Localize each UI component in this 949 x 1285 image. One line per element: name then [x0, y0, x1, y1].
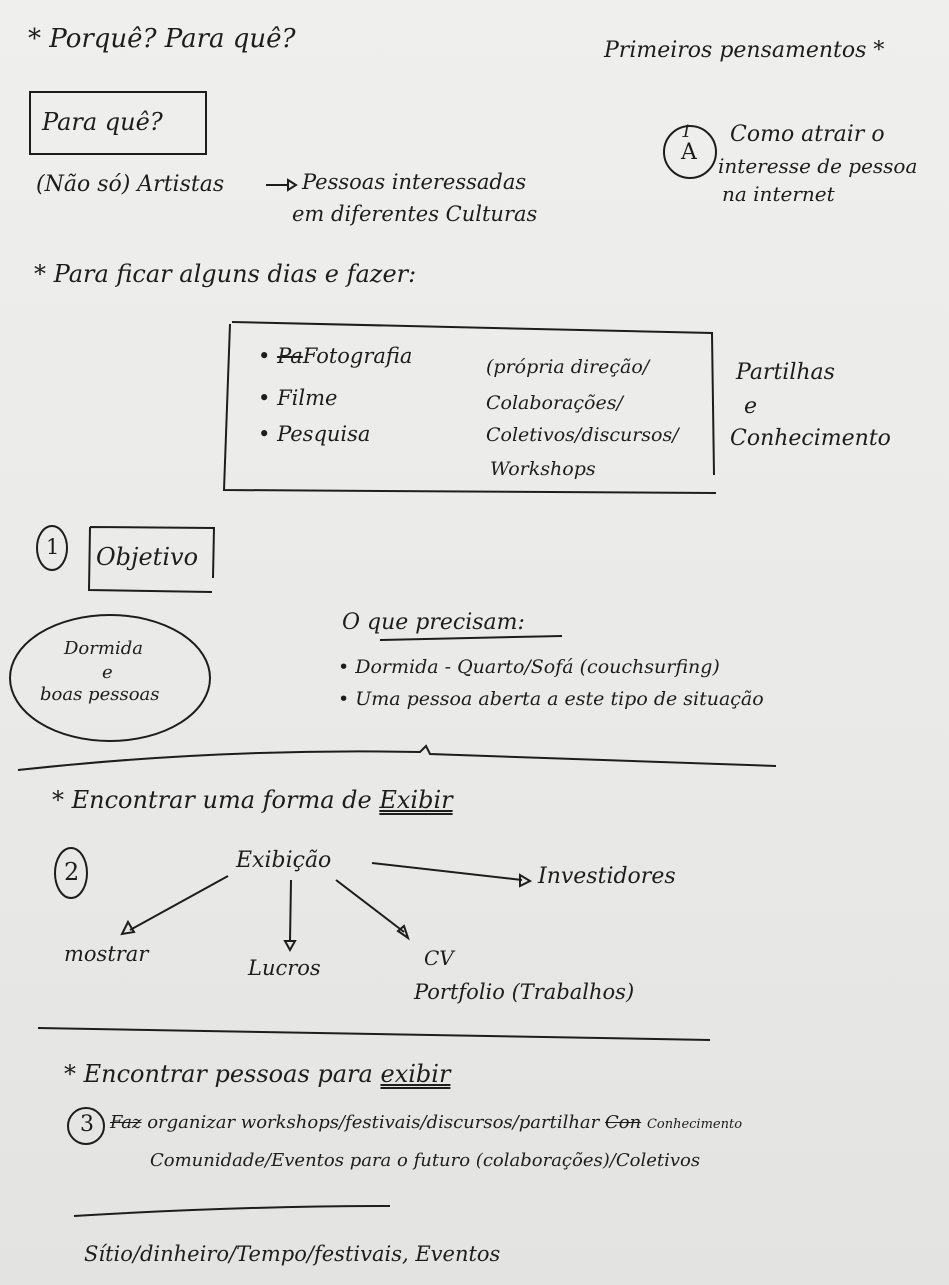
side-note-line-1: Como atrair o	[730, 122, 885, 147]
exibicao-center: Exibição	[236, 848, 332, 873]
pessoas-heading-word: exibir	[380, 1060, 451, 1088]
investidores: Investidores	[538, 864, 676, 889]
arrow-lucros	[289, 879, 292, 943]
mostrar: mostrar	[64, 942, 149, 966]
middle-line-3: Coletivos/discursos/	[486, 424, 679, 446]
arrow-investidores-head	[519, 873, 533, 888]
divider-3	[73, 1205, 391, 1217]
right-line-1: Partilhas	[736, 360, 835, 385]
header-left: * Porquê? Para quê?	[28, 24, 296, 54]
header-right: Primeiros pensamentos *	[604, 38, 885, 63]
diferentes-culturas: em diferentes Culturas	[292, 202, 538, 226]
arrow-mostrar-head	[120, 919, 136, 936]
marker-num: 1	[681, 122, 692, 142]
para-que-label: Para quê?	[42, 108, 163, 136]
list-item-pesquisa: • Pesquisa	[258, 422, 371, 446]
exibir-heading-prefix: * Encontrar uma forma de	[52, 786, 372, 814]
pessoas-struck: Faz	[110, 1112, 142, 1133]
circle-line-1: Dormida	[64, 638, 143, 659]
pessoas-heading: * Encontrar pessoas para exibir	[64, 1062, 450, 1086]
precisam-item-2-text: Uma pessoa aberta a este tipo de situaçã…	[355, 688, 764, 710]
objetivo-box	[87, 526, 216, 593]
arrow-lucros-head	[283, 940, 297, 953]
arrow-portfolio	[335, 879, 405, 933]
divider-1	[17, 744, 777, 771]
exibir-num: 2	[64, 858, 80, 886]
precisam-label: O que precisam:	[342, 610, 525, 635]
middle-line-4: Workshops	[490, 458, 596, 480]
pessoas-num: 3	[80, 1112, 94, 1137]
middle-line-2: Colaborações/	[486, 392, 623, 414]
precisam-item-2: • Uma pessoa aberta a este tipo de situa…	[338, 688, 764, 710]
struck-prefix: Pa	[277, 344, 303, 368]
objetivo-num: 1	[46, 535, 60, 559]
precisam-item-1: • Dormida - Quarto/Sofá (couchsurfing)	[338, 656, 720, 678]
exibir-heading-word: Exibir	[379, 786, 453, 814]
arrow-mostrar	[129, 875, 229, 931]
exibir-heading: * Encontrar uma forma de Exibir	[52, 788, 453, 812]
circle-line-2: e	[102, 662, 113, 683]
cv: CV	[424, 946, 454, 970]
right-line-2: e	[744, 394, 758, 419]
pessoas-interessadas: Pessoas interessadas	[302, 170, 527, 194]
num-3-circle	[67, 1107, 105, 1145]
marker-a: A	[681, 140, 697, 165]
pessoas-line-1-end: Conhecimento	[646, 1117, 743, 1132]
list-item-fotografia-text: Fotografia	[302, 344, 413, 368]
middle-line-1: (própria direção/	[486, 356, 650, 378]
lucros: Lucros	[248, 956, 321, 980]
objetivo-label: Objetivo	[96, 543, 199, 571]
pessoas-heading-prefix: * Encontrar pessoas para	[64, 1060, 373, 1088]
pessoas-line-1-text: organizar workshops/festivais/discursos/…	[147, 1112, 600, 1133]
para-que-box	[29, 91, 207, 155]
arrow-artistas-head	[287, 178, 298, 192]
pessoas-line-2: Comunidade/Eventos para o futuro (colabo…	[150, 1150, 701, 1171]
right-line-3: Conhecimento	[730, 426, 891, 451]
para-ficar-heading: * Para ficar alguns dias e fazer:	[34, 260, 417, 288]
objetivo-num-circle	[36, 525, 68, 571]
list-item-pesquisa-text: Pesquisa	[277, 422, 371, 446]
side-note-line-3: na internet	[722, 182, 835, 206]
pessoas-line-1: Faz organizar workshops/festivais/discur…	[110, 1114, 742, 1132]
precisam-item-1-text: Dormida - Quarto/Sofá (couchsurfing)	[355, 656, 720, 678]
list-item-filme: • Filme	[258, 386, 338, 410]
arrow-portfolio-head	[396, 924, 410, 941]
list-item-filme-text: Filme	[277, 386, 338, 410]
divider-2	[37, 1027, 711, 1041]
artistas-text: (Não só) Artistas	[36, 172, 225, 197]
footer-line: Sítio/dinheiro/Tempo/festivais, Eventos	[84, 1242, 501, 1266]
pessoas-line-1-struck: Con	[605, 1112, 642, 1133]
circle-line-3: boas pessoas	[40, 684, 160, 705]
portfolio: Portfolio (Trabalhos)	[414, 980, 635, 1004]
underline-precisam	[379, 635, 563, 641]
list-item-fotografia: • PaFotografia	[258, 344, 413, 368]
list-box	[222, 321, 717, 494]
side-note-line-2: interesse de pessoa	[718, 154, 918, 178]
arrow-investidores	[371, 862, 523, 881]
dormida-circle	[9, 614, 211, 742]
marker-a-circle	[663, 125, 717, 179]
exibir-num-circle	[54, 847, 88, 899]
